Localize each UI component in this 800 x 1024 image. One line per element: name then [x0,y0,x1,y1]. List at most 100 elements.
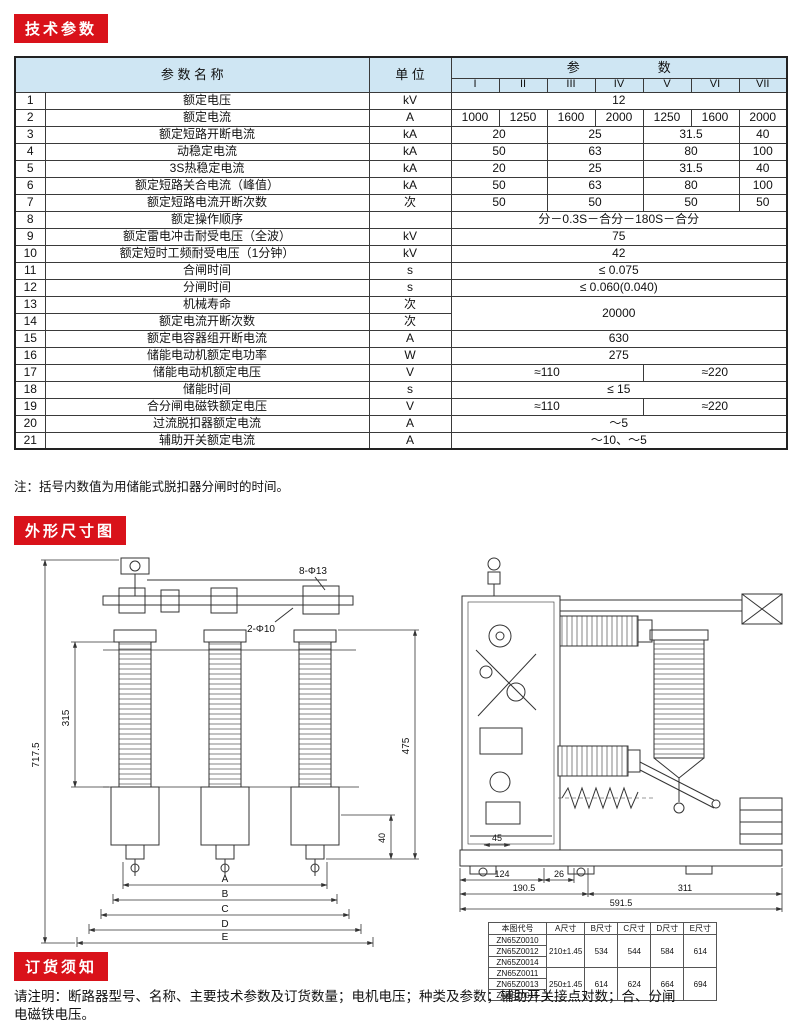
param-value: 20 [450,159,548,178]
side-view-dim-lines [459,842,783,912]
param-value: 1600 [690,108,740,127]
param-value: 50 [738,193,788,212]
param-value: 12 [450,91,788,110]
param-unit: 次 [368,193,452,212]
param-value: 2000 [594,108,644,127]
front-view-mechanism [102,557,354,623]
pole-3 [290,629,340,876]
dim-value: 614 [683,934,718,968]
dim-value: 210±1.45 [545,934,586,968]
param-row-number: 15 [14,329,46,348]
pole-2 [200,629,250,876]
param-value: 80 [642,176,740,195]
header-unit: 单 位 [368,56,452,93]
param-unit: kV [368,244,452,263]
param-value: 20000 [450,295,788,331]
param-value: 50 [450,193,548,212]
dim-header: E尺寸 [683,922,718,935]
param-row-number: 1 [14,91,46,110]
dim-value: 584 [650,934,685,968]
param-value: 分－0.3S－合分－180S－合分 [450,210,788,229]
dim-label-a: A [222,874,229,885]
dim-model: ZN65Z0010 [488,934,547,946]
table-footnote: 注：括号内数值为用储能式脱扣器分闸时的时间。 [14,480,290,494]
dim-value: 544 [617,934,652,968]
param-name: 额定操作顺序 [44,210,370,229]
section-title-ordering: 订货须知 [14,952,109,981]
param-row-number: 14 [14,312,46,331]
param-value: ≈110 [450,397,644,416]
param-row-number: 19 [14,397,46,416]
param-name: 额定短时工频耐受电压（1分钟） [44,244,370,263]
param-name: 机械寿命 [44,295,370,314]
dim-label-311: 311 [678,883,692,893]
param-row-number: 5 [14,159,46,178]
param-row-number: 8 [14,210,46,229]
param-value: 100 [738,142,788,161]
param-row-number: 20 [14,414,46,433]
param-value: 40 [738,125,788,144]
header-param-name: 参 数 名 称 [14,56,370,93]
param-unit: A [368,108,452,127]
side-view-body [459,557,783,877]
param-unit [368,210,452,229]
param-value: 42 [450,244,788,263]
param-value: 275 [450,346,788,365]
dim-label-315: 315 [61,709,72,726]
param-row-number: 9 [14,227,46,246]
param-unit: 次 [368,312,452,331]
dim-label-40: 40 [377,833,387,843]
param-name: 辅助开关额定电流 [44,431,370,450]
param-row-number: 17 [14,363,46,382]
param-name: 储能电动机额定电压 [44,363,370,382]
dim-header: D尺寸 [650,922,685,935]
param-name: 额定雷电冲击耐受电压（全波） [44,227,370,246]
param-unit: kV [368,91,452,110]
holes-label-8-13: 8-Φ13 [299,566,327,577]
param-unit: kA [368,176,452,195]
dim-label-591: 591.5 [610,898,633,908]
param-unit: s [368,278,452,297]
dim-value: 250±1.45 [545,967,586,1001]
col-header: I [450,77,500,93]
param-value: 50 [642,193,740,212]
param-value: ≤ 15 [450,380,788,399]
param-value: 25 [546,159,644,178]
param-value: 31.5 [642,159,740,178]
param-unit: V [368,397,452,416]
param-row-number: 7 [14,193,46,212]
dim-label-26: 26 [554,869,564,879]
param-value: 25 [546,125,644,144]
dim-value: 624 [617,967,652,1001]
dim-label-b: B [222,889,229,900]
param-unit: kA [368,125,452,144]
param-value: ≈110 [450,363,644,382]
param-value: 31.5 [642,125,740,144]
dim-value: 694 [683,967,718,1001]
param-name: 额定电容器组开断电流 [44,329,370,348]
param-row-number: 11 [14,261,46,280]
param-name: 额定短路开断电流 [44,125,370,144]
dim-value: 534 [584,934,619,968]
dim-label-c: C [221,904,228,915]
params-header-row: 参 数 名 称 单 位 参 数 [14,56,788,93]
param-name: 分闸时间 [44,278,370,297]
param-value: 2000 [738,108,788,127]
param-row-number: 3 [14,125,46,144]
dim-model: ZN65Z0011 [488,967,547,979]
param-name: 额定电流开断次数 [44,312,370,331]
